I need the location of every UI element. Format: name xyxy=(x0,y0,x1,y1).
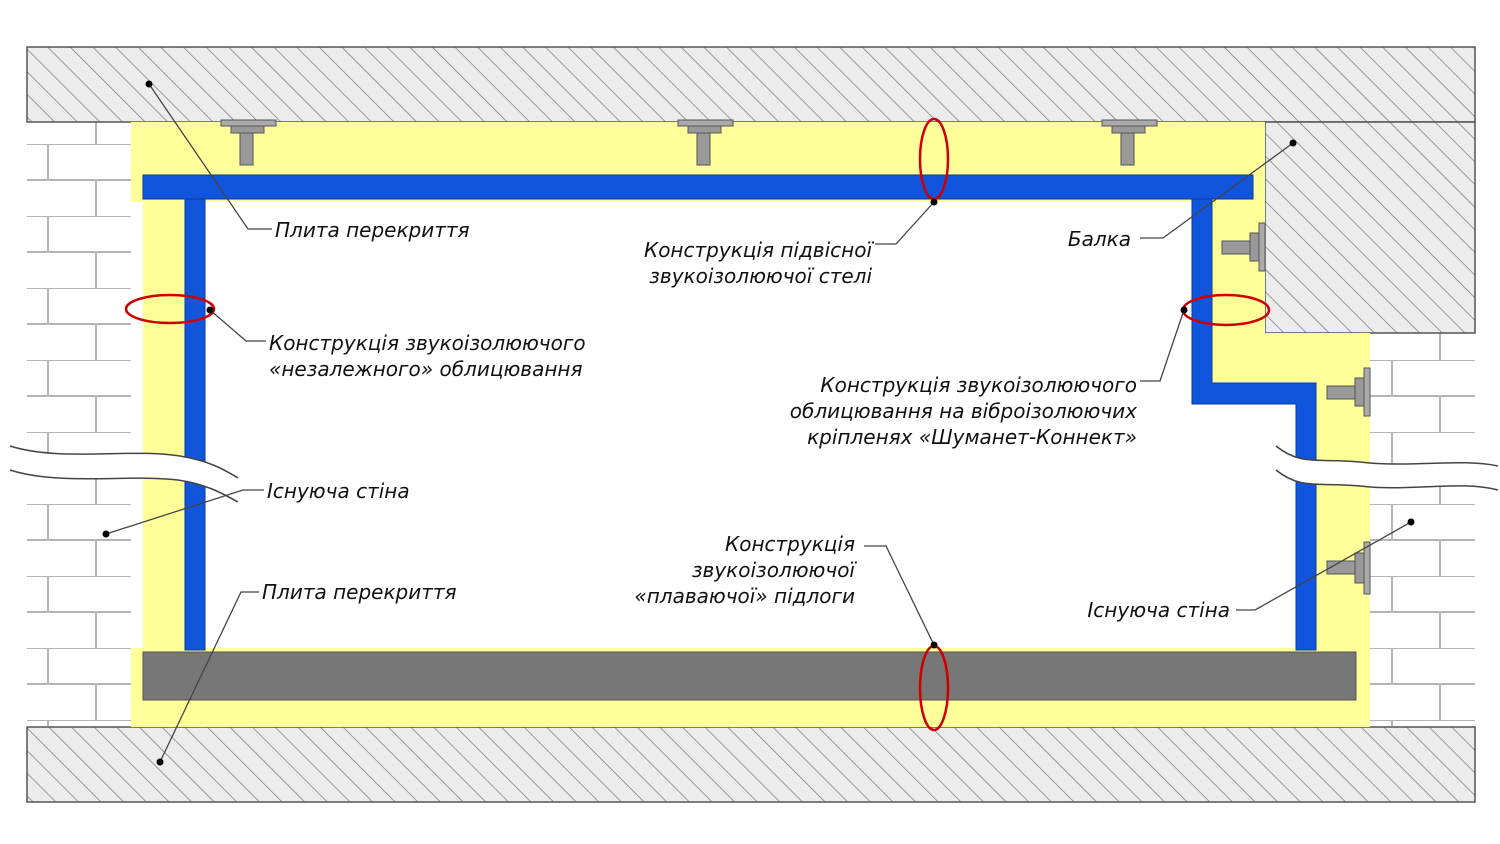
leader-existing-wall-right xyxy=(1236,518,1415,611)
label-suspended-ceiling-line2: звукоізолюючої стелі xyxy=(649,264,872,288)
floating-floor-screed xyxy=(142,651,1357,701)
ceiling-hanger xyxy=(220,119,277,166)
left-wall-break-line xyxy=(9,445,239,503)
label-floor-slab-bottom: Плита перекриття xyxy=(262,580,457,604)
leader-existing-wall-left xyxy=(102,489,264,538)
insulation-layer xyxy=(131,122,1370,727)
leader-suspended-ceiling xyxy=(875,198,938,245)
right-wall-break-line xyxy=(1275,445,1499,491)
label-independent-lining-line1: Конструкція звукоізолюючого xyxy=(269,331,586,355)
ceiling-hanger xyxy=(1101,119,1158,166)
wall-vibro-mount xyxy=(1326,367,1371,417)
leader-vibro-lining xyxy=(1140,306,1188,382)
suspended-ceiling-board xyxy=(142,174,1254,200)
right-lining-board xyxy=(1191,198,1317,651)
ceiling-hanger xyxy=(677,119,734,166)
beam xyxy=(1264,121,1476,334)
left-insulation-gap xyxy=(131,202,143,648)
left-wall-bridge-marker xyxy=(124,293,216,325)
top-floor-slab xyxy=(26,46,1476,123)
leader-beam xyxy=(1140,139,1297,239)
wall-vibro-mount xyxy=(1221,222,1266,272)
right-brick-wall xyxy=(1370,333,1475,726)
label-independent-lining-line2: «незалежного» облицювання xyxy=(269,357,583,381)
left-lining-board xyxy=(184,198,206,651)
label-floating-floor-line1: Конструкція xyxy=(725,532,855,556)
label-vibro-lining-line3: кріпленях «Шуманет-Коннект» xyxy=(807,425,1137,449)
label-floating-floor-line3: «плаваючої» підлоги xyxy=(634,584,855,608)
label-suspended-ceiling-line1: Конструкція підвісної xyxy=(644,238,874,262)
bottom-floor-slab xyxy=(26,726,1476,803)
leader-floating-floor xyxy=(864,545,938,649)
label-existing-wall-left: Існуюча стіна xyxy=(267,479,410,503)
leader-independent-lining xyxy=(206,306,266,342)
label-floating-floor-line2: звукоізолюючої xyxy=(692,558,858,582)
label-floor-slab-top: Плита перекриття xyxy=(275,218,470,242)
label-existing-wall-right: Існуюча стіна xyxy=(1087,598,1230,622)
label-beam: Балка xyxy=(1068,227,1131,251)
wall-vibro-mount xyxy=(1326,541,1371,595)
leader-floor-slab-top xyxy=(145,80,272,230)
leader-floor-slab-bottom xyxy=(156,591,259,766)
label-vibro-lining-line2: облицювання на віброізолюючих xyxy=(790,399,1137,423)
left-brick-wall xyxy=(27,122,131,726)
label-vibro-lining-line1: Конструкція звукоізолюючого xyxy=(820,373,1137,397)
